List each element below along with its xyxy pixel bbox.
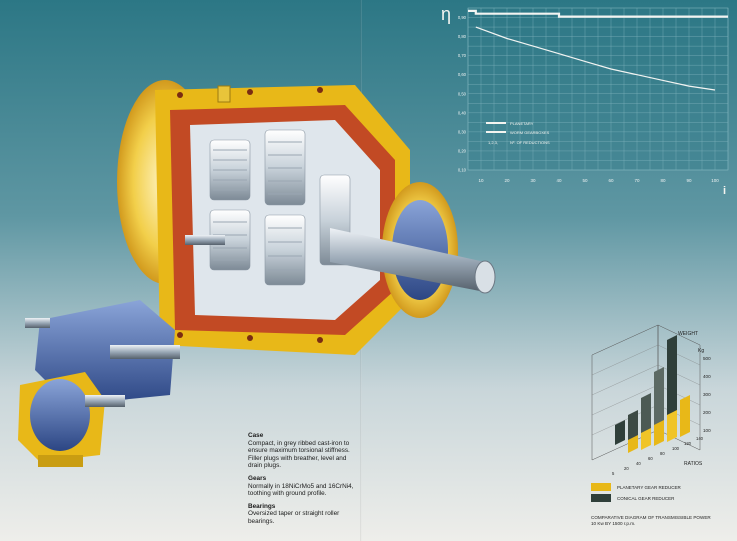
y-tick-label: 0,80 <box>458 34 467 39</box>
y-tick-label: 0,90 <box>458 15 467 20</box>
efficiency-x-axis-label: i <box>723 185 726 197</box>
x-tick-label: 20 <box>504 178 510 183</box>
x-tick-label: 70 <box>634 178 640 183</box>
series-line-worm <box>475 26 716 91</box>
caption-body-bearings: Oversized taper or straight roller beari… <box>248 510 340 525</box>
legend-swatch-planetary-reducer <box>591 483 611 491</box>
ratio-axis-label: RATIOS <box>684 461 703 467</box>
weight-chart-note: COMPARATIVE DIAGRAM OF TRANSMISSIBLE POW… <box>591 515 711 526</box>
x-tick-label: 30 <box>530 178 536 183</box>
conical-bars <box>615 335 677 445</box>
weight-legend-conical: CONICAL GEAR REDUCER <box>591 494 674 502</box>
series-line-planetary <box>468 9 728 18</box>
ratio-tick-label: 5 <box>612 471 615 476</box>
legend-label-worm: WORM GEARBOXES <box>510 130 550 135</box>
x-tick-label: 60 <box>608 178 614 183</box>
x-tick-label: 50 <box>582 178 588 183</box>
y-tick-label: 0,10 <box>458 168 467 173</box>
caption-body-case: Compact, in grey ribbed cast-iron to ens… <box>248 439 350 470</box>
caption-title-case: Case <box>248 432 264 439</box>
legend-key-reductions: 1,2,3, <box>488 140 498 145</box>
efficiency-grid <box>467 7 729 171</box>
legend-label-reductions: Nº. OF REDUCTIONS <box>510 140 550 145</box>
legend-swatch-planetary <box>486 122 506 124</box>
efficiency-x-ticks: 10 20 30 40 50 60 70 80 90 100 <box>478 178 719 183</box>
weight-tick-label: 300 <box>703 392 711 397</box>
legend-label-planetary: PLANETARY <box>510 121 534 126</box>
legend-label-planetary-reducer: PLANETARY GEAR REDUCER <box>617 484 681 490</box>
efficiency-y-ticks: 0,90 0,80 0,70 0,60 0,50 0,40 0,30 0,20 0,10 <box>458 15 467 172</box>
feature-captions: Case Compact, in grey ribbed cast-iron t… <box>248 432 360 526</box>
ratio-tick-label: 60 <box>648 456 653 461</box>
weight-unit-label: Kg <box>698 348 704 354</box>
ratio-axis-ticks: 5 20 40 60 80 100 120 140 <box>612 436 704 476</box>
y-tick-label: 0,40 <box>458 110 467 115</box>
y-tick-label: 0,30 <box>458 129 467 134</box>
x-tick-label: 10 <box>478 178 484 183</box>
x-tick-label: 80 <box>660 178 666 183</box>
legend-label-conical-reducer: CONICAL GEAR REDUCER <box>617 495 675 501</box>
x-tick-label: 40 <box>556 178 562 183</box>
caption-title-bearings: Bearings <box>248 502 276 510</box>
ratio-tick-label: 100 <box>672 446 680 451</box>
caption-body-gears: Normally in 18NiCrMo5 and 16CrNi4, tooth… <box>248 482 354 498</box>
weight-axis-ticks: 500 400 300 200 100 <box>703 356 711 433</box>
ratio-tick-label: 20 <box>624 466 629 471</box>
efficiency-series <box>468 9 728 91</box>
y-tick-label: 0,60 <box>458 72 467 77</box>
weight-tick-label: 100 <box>703 428 711 433</box>
efficiency-y-axis-label: η <box>441 4 451 24</box>
efficiency-legend: PLANETARY WORM GEARBOXES 1,2,3, Nº. OF R… <box>486 121 550 145</box>
ratio-tick-label: 80 <box>660 451 665 456</box>
x-tick-label: 90 <box>686 178 692 183</box>
weight-legend-planetary: PLANETARY GEAR REDUCER <box>591 483 681 491</box>
planetary-bars <box>628 395 690 453</box>
x-tick-label: 100 <box>711 178 719 183</box>
y-tick-label: 0,50 <box>458 91 467 96</box>
y-tick-label: 0,20 <box>458 148 467 153</box>
weight-chart-title: WEIGHT <box>678 331 698 337</box>
weight-tick-label: 200 <box>703 410 711 415</box>
legend-swatch-worm <box>486 131 506 133</box>
ratio-tick-label: 120 <box>684 441 692 446</box>
ratio-tick-label: 140 <box>696 436 704 441</box>
weight-tick-label: 500 <box>703 356 711 361</box>
ratio-tick-label: 40 <box>636 461 641 466</box>
legend-swatch-conical-reducer <box>591 494 611 502</box>
weight-tick-label: 400 <box>703 374 711 379</box>
y-tick-label: 0,70 <box>458 53 467 58</box>
caption-title-gears: Gears <box>248 474 267 482</box>
